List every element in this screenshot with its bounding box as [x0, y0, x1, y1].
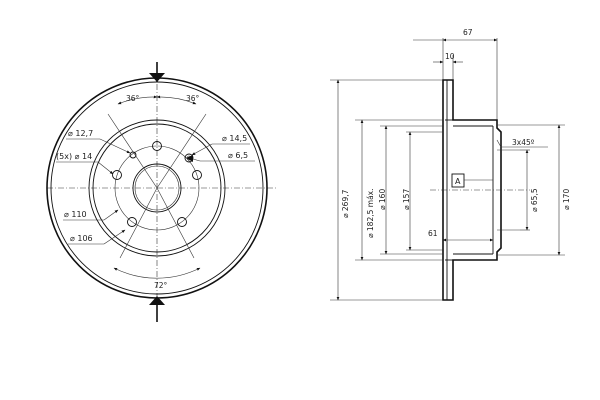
- dim-pcd-106: ⌀ 106: [70, 234, 93, 243]
- leader-12-7-arrow: [99, 138, 131, 154]
- angle-label-top-left: 36°: [126, 94, 140, 103]
- dim-diameter-170: ⌀ 170: [562, 189, 571, 210]
- disc-outer-chamfer: [50, 81, 264, 295]
- dim-hole-14-5: ⌀ 14,5: [222, 134, 247, 143]
- dim-diameter-160: ⌀ 160: [378, 189, 387, 210]
- dim-total-height: 67: [463, 28, 473, 37]
- dim-hat-thickness: 10: [445, 52, 455, 61]
- side-section-view: 67 10 ⌀ 269,7 ⌀ 182,5 máx. ⌀ 160 ⌀ 157: [330, 28, 571, 301]
- angle-ray-bottom-left: [119, 187, 158, 259]
- angle-ray-bottom-right: [156, 187, 195, 259]
- hat-outer-edge: [88, 119, 226, 257]
- front-view: 36° 36° 72° ⌀ 12,7 (5x) ⌀ 14 ⌀ 110 ⌀ 106…: [46, 62, 277, 322]
- centre-bore-inner: [134, 165, 180, 211]
- angle-arc-top-right: [156, 95, 197, 105]
- dim-pcd-110: ⌀ 110: [64, 210, 87, 219]
- dim-hole-6-5: ⌀ 6,5: [228, 151, 248, 160]
- leader-6-5-arrow-icon: [186, 155, 193, 162]
- bolt-holes: [112, 141, 202, 227]
- leader-14-arrow: [97, 161, 114, 175]
- section-arrow-bottom-icon: [149, 296, 165, 305]
- disc-outer-edge: [46, 77, 268, 299]
- dim-centre-bore: ⌀ 65,5: [530, 188, 539, 212]
- datum-box: [451, 173, 465, 188]
- dim-diameter-max: ⌀ 182,5 máx.: [366, 189, 375, 239]
- angle-ray-left: [107, 113, 158, 189]
- dim-depth-61: 61: [428, 229, 438, 238]
- angle-arc-bottom: [113, 267, 201, 279]
- bolt-hole: [177, 217, 187, 227]
- leader-6-5-arrow: [192, 158, 201, 162]
- chamfer-leader-tip: [496, 139, 502, 148]
- datum-label: A: [455, 177, 461, 186]
- bolt-hole: [192, 170, 202, 180]
- angle-ray-right: [156, 113, 207, 189]
- leader-14-5-arrow: [191, 143, 213, 156]
- hat-inner-edge: [92, 123, 222, 253]
- dim-hole-12-7: ⌀ 12,7: [68, 129, 93, 138]
- bolt-hole: [152, 141, 162, 151]
- leader-110-arrow: [103, 209, 119, 221]
- dim-chamfer: 3x45º: [512, 138, 535, 147]
- bolt-hole: [112, 170, 122, 180]
- centre-bore: [132, 163, 182, 213]
- dim-diameter-157: ⌀ 157: [402, 189, 411, 210]
- angle-label-bottom: 72°: [154, 281, 168, 290]
- bolt-hole: [127, 217, 137, 227]
- leader-106-arrow: [103, 229, 126, 245]
- angle-label-top-right: 36°: [186, 94, 200, 103]
- angle-arc-top-left: [117, 95, 158, 105]
- bolt-pitch-circle: [114, 145, 200, 231]
- dim-diameter-outer: ⌀ 269,7: [341, 189, 350, 218]
- dim-holes-14: (5x) ⌀ 14: [56, 152, 92, 161]
